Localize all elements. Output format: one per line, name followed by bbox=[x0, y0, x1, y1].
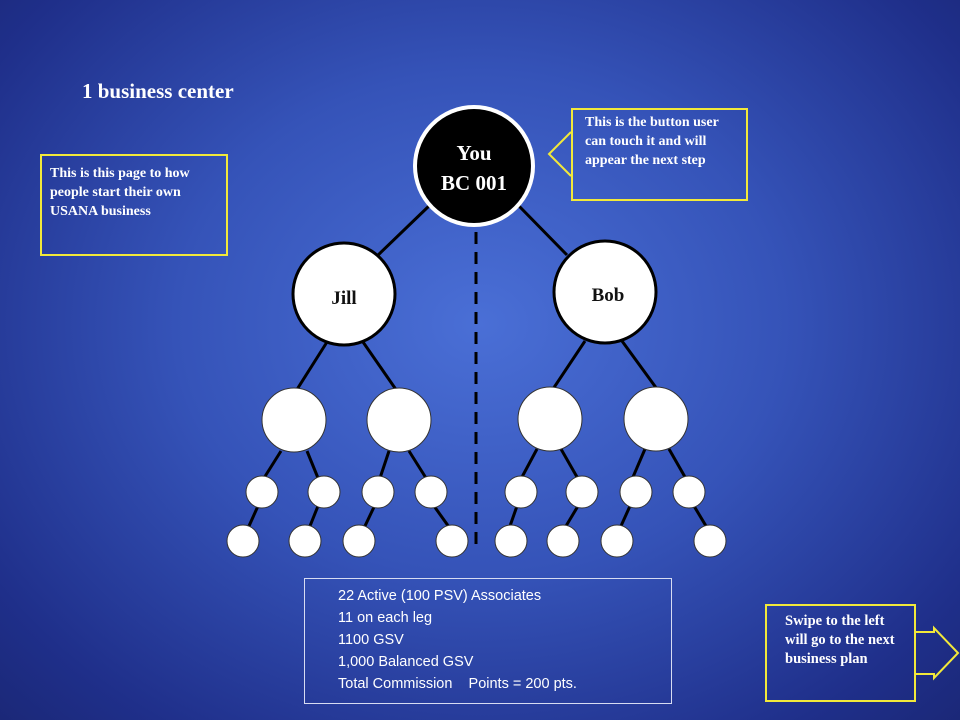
connector-l4 bbox=[692, 505, 708, 527]
tree-node bbox=[494, 524, 528, 558]
connector-jill-l bbox=[294, 341, 329, 392]
connector-l4 bbox=[363, 506, 376, 527]
stats-line: Total Commission Points = 200 pts. bbox=[338, 676, 577, 692]
connector-root-jill bbox=[373, 203, 432, 260]
connector-l4 bbox=[432, 505, 451, 528]
connector-bob-l bbox=[551, 340, 587, 390]
connector-l4 bbox=[308, 505, 320, 527]
tree-node bbox=[546, 524, 580, 558]
tree-node bbox=[504, 475, 538, 509]
connector-jill-r bbox=[361, 341, 399, 392]
node-jill-label: Jill bbox=[331, 288, 356, 309]
root-node-button[interactable]: You BC 001 bbox=[413, 105, 535, 227]
tree-node bbox=[623, 386, 689, 452]
connector-l3 bbox=[305, 450, 320, 479]
stats-line: 1,000 Balanced GSV bbox=[338, 654, 474, 670]
tree-node bbox=[693, 524, 727, 558]
stats-line: 22 Active (100 PSV) Associates bbox=[338, 588, 542, 604]
swipe-arrow-icon[interactable] bbox=[916, 625, 960, 681]
page-title: 1 business center bbox=[82, 79, 234, 103]
tree-node bbox=[672, 475, 706, 509]
connector-l4 bbox=[508, 505, 519, 527]
tree-connectors bbox=[247, 203, 708, 528]
connector-root-bob bbox=[516, 203, 569, 257]
tree-node bbox=[517, 386, 583, 452]
note-button-hint-text: This is the button user can touch it and… bbox=[585, 115, 719, 168]
level-4-nodes bbox=[245, 475, 706, 509]
tree-node bbox=[565, 475, 599, 509]
note-intro-text: This is this page to how people start th… bbox=[50, 166, 190, 219]
connector-l3 bbox=[631, 448, 647, 478]
stats-box: 22 Active (100 PSV) Associates 11 on eac… bbox=[304, 578, 672, 704]
tree-node bbox=[361, 475, 395, 509]
connector-l4 bbox=[564, 505, 580, 527]
level-5-nodes bbox=[226, 524, 727, 558]
note-swipe-hint-text: Swipe to the left will go to the next bu… bbox=[785, 613, 895, 667]
stats-line: 11 on each leg bbox=[338, 610, 433, 626]
tree-node bbox=[414, 475, 448, 509]
level-3-nodes bbox=[261, 386, 689, 453]
connector-l3 bbox=[667, 448, 687, 478]
connector-l3 bbox=[407, 450, 428, 479]
stats-line: 1100 GSV bbox=[338, 632, 404, 648]
connector-l3 bbox=[378, 450, 391, 479]
note-swipe-hint: Swipe to the left will go to the next bu… bbox=[765, 604, 916, 702]
tree-node bbox=[288, 524, 322, 558]
note-intro: This is this page to how people start th… bbox=[40, 154, 228, 256]
root-node-line2: BC 001 bbox=[441, 171, 507, 195]
connector-l3 bbox=[262, 450, 283, 479]
tree-node bbox=[245, 475, 279, 509]
tree-node bbox=[342, 524, 376, 558]
connector-bob-r bbox=[620, 340, 659, 390]
tree-node bbox=[261, 387, 327, 453]
connector-l4 bbox=[619, 505, 632, 527]
tree-node bbox=[366, 387, 432, 453]
connector-l4 bbox=[247, 505, 260, 527]
callout-pointer-icon bbox=[547, 131, 572, 177]
node-jill: Jill bbox=[291, 241, 397, 347]
tree-node bbox=[435, 524, 469, 558]
tree-node bbox=[619, 475, 653, 509]
root-node-line1: You bbox=[456, 141, 491, 165]
node-bob-label: Bob bbox=[592, 285, 625, 306]
tree-node bbox=[600, 524, 634, 558]
tree-node bbox=[226, 524, 260, 558]
node-bob: Bob bbox=[552, 239, 658, 345]
connector-l3 bbox=[559, 448, 579, 478]
tree-node bbox=[307, 475, 341, 509]
connector-l3 bbox=[520, 448, 539, 478]
note-button-hint: This is the button user can touch it and… bbox=[571, 108, 748, 201]
